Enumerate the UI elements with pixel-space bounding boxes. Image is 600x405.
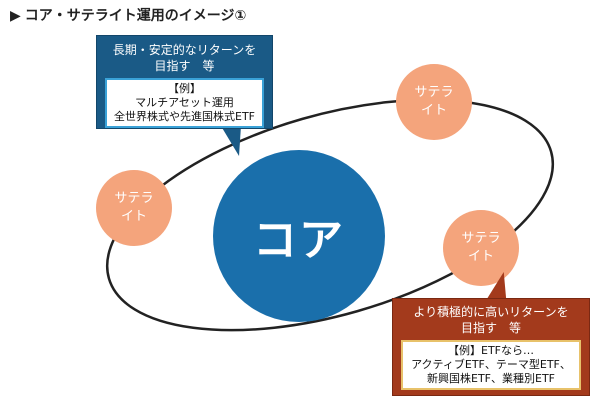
satellite-circle-right: サテライト [443, 210, 519, 286]
satellite-callout-example: 【例】ETFなら… アクティブETF、テーマ型ETF、 新興国株ETF、業種別E… [401, 340, 581, 390]
core-label: コア [253, 215, 345, 266]
triangle-bullet-icon: ▶ [10, 8, 21, 24]
core-callout: 長期・安定的なリターンを 目指す 等 【例】 マルチアセット運用 全世界株式や先… [96, 35, 273, 129]
satellite-label: サテライト [114, 191, 154, 224]
satellite-circle-top-right: サテライト [396, 64, 472, 140]
satellite-label: サテライト [414, 85, 454, 118]
core-callout-heading: 長期・安定的なリターンを 目指す 等 [112, 43, 257, 73]
page-title: ▶コア・サテライト運用のイメージ① [10, 5, 246, 25]
satellite-callout-heading: より積極的に高いリターンを 目指す 等 [413, 305, 569, 335]
satellite-callout: より積極的に高いリターンを 目指す 等 【例】ETFなら… アクティブETF、テ… [392, 298, 590, 396]
satellite-circle-left: サテライト [96, 170, 172, 246]
core-circle: コア [213, 150, 385, 322]
orbit-path [105, 98, 555, 332]
satellite-label: サテライト [461, 231, 501, 264]
title-text: コア・サテライト運用のイメージ① [24, 8, 247, 24]
core-callout-example: 【例】 マルチアセット運用 全世界株式や先進国株式ETF [105, 78, 264, 128]
